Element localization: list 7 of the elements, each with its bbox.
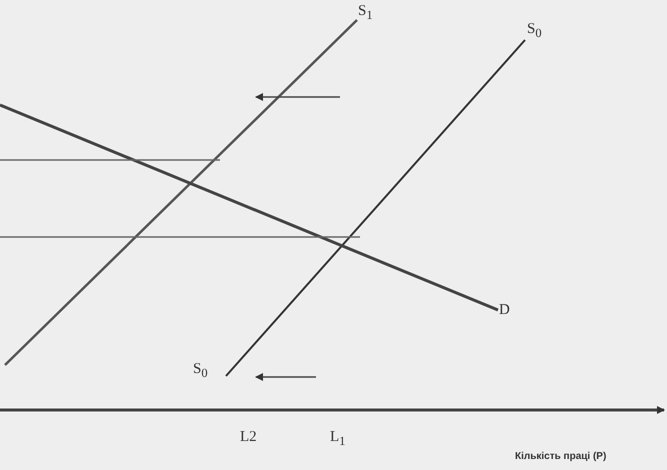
curve-label: S$_{0}$ — [193, 362, 208, 380]
curve-label: D — [499, 303, 510, 318]
axis-tick-label: L2 — [240, 430, 257, 445]
curve-label: S$_{1}$ — [358, 4, 373, 22]
axis-title: Кількість праці (Р) — [515, 452, 606, 462]
curve-label: S$_{0}$ — [527, 22, 542, 40]
axis-tick-label: L$_{1}$ — [330, 430, 346, 448]
